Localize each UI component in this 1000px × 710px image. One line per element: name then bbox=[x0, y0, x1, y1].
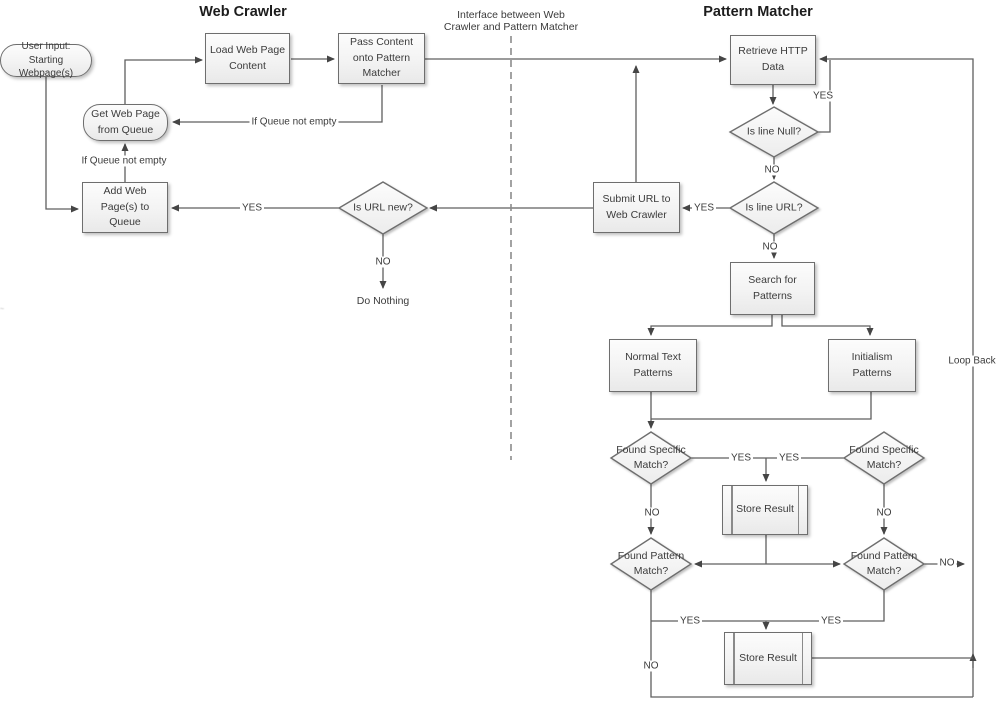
edge-label-if-queue-not-empty-left: If Queue not empty bbox=[79, 155, 169, 167]
decision-found-specific-left bbox=[609, 431, 693, 485]
edge-label-yes-found-pattern-right: YES bbox=[818, 615, 844, 627]
edge-label-no-found-specific-right: NO bbox=[874, 507, 894, 519]
decision-is-line-url bbox=[728, 181, 820, 235]
title-web-crawler: Web Crawler bbox=[199, 4, 287, 20]
store-result-2-label: Store Result bbox=[739, 651, 797, 664]
node-search-patterns: Search for Patterns bbox=[730, 262, 815, 315]
node-store-result-2: Store Result bbox=[724, 632, 812, 685]
edge-label-yes-is-line-url: YES bbox=[691, 202, 717, 214]
edge-label-yes-found-pattern-left: YES bbox=[677, 615, 703, 627]
divider-note: Interface between Web Crawler and Patter… bbox=[444, 9, 578, 33]
predef-bar-left bbox=[731, 486, 733, 534]
predef-bar-left bbox=[733, 633, 735, 684]
node-submit-url: Submit URL to Web Crawler bbox=[593, 182, 680, 233]
label-do-nothing: Do Nothing bbox=[356, 295, 410, 307]
node-pass-content: Pass Content onto Pattern Matcher bbox=[338, 33, 425, 84]
edge-passcontent-to-getpage bbox=[172, 85, 383, 126]
decision-found-pattern-right bbox=[842, 537, 926, 591]
edge-label-no-found-specific-left: NO bbox=[642, 507, 662, 519]
edge-search-to-initialism bbox=[781, 315, 874, 336]
node-retrieve-http: Retrieve HTTP Data bbox=[730, 35, 816, 85]
edge-label-yes-is-line-null: YES bbox=[810, 90, 836, 102]
edge-getpage-to-loadpage bbox=[124, 56, 203, 104]
edge-search-to-normaltext bbox=[647, 315, 773, 336]
predef-bar-right bbox=[801, 633, 803, 684]
node-get-web-page: Get Web Page from Queue bbox=[83, 104, 168, 141]
divider-note-line2: Crawler and Pattern Matcher bbox=[443, 21, 579, 34]
node-load-web-page: Load Web Page Content bbox=[205, 33, 290, 84]
stray-mark: ~ bbox=[0, 306, 5, 313]
node-normal-text-patterns: Normal Text Patterns bbox=[609, 339, 697, 392]
node-store-result-1: Store Result bbox=[722, 485, 808, 535]
decision-is-line-null bbox=[728, 106, 820, 158]
decision-is-url-new bbox=[337, 181, 429, 235]
edge-label-if-queue-not-empty-top: If Queue not empty bbox=[249, 116, 339, 128]
title-pattern-matcher: Pattern Matcher bbox=[703, 4, 813, 20]
node-initialism-patterns: Initialism Patterns bbox=[828, 339, 916, 392]
decision-shapes bbox=[337, 106, 926, 591]
edge-label-no-is-line-null: NO bbox=[762, 164, 782, 176]
edge-label-no-is-url-new: NO bbox=[373, 256, 393, 268]
edge-initialism-merge bbox=[651, 392, 872, 420]
store-result-1-label: Store Result bbox=[736, 503, 794, 516]
decision-found-pattern-left bbox=[609, 537, 693, 591]
edge-foundpatleft-no-bottom bbox=[650, 590, 973, 698]
edge-label-loop-back: Loop Back bbox=[946, 355, 998, 367]
node-add-web-page: Add Web Page(s) to Queue bbox=[82, 182, 168, 233]
edge-foundpatright-yes bbox=[766, 590, 885, 622]
edge-label-no-found-pattern-right: NO bbox=[937, 557, 957, 569]
divider-note-line1: Interface between Web bbox=[457, 9, 565, 21]
edge-label-no-found-pattern-left: NO bbox=[641, 660, 661, 672]
edge-islinenull-yes-merge bbox=[818, 60, 831, 133]
edge-label-yes-is-url-new: YES bbox=[239, 202, 265, 214]
edge-loopback-line bbox=[819, 55, 974, 697]
node-user-input: User Input: Starting Webpage(s) bbox=[0, 41, 92, 79]
predef-bar-right bbox=[797, 486, 799, 534]
edge-userinput-to-addqueue bbox=[45, 77, 79, 213]
edge-label-no-is-line-url: NO bbox=[760, 241, 780, 253]
edge-label-yes-found-specific-right: YES bbox=[776, 452, 802, 464]
decision-found-specific-right bbox=[842, 431, 926, 485]
edge-label-yes-found-specific-left: YES bbox=[728, 452, 754, 464]
